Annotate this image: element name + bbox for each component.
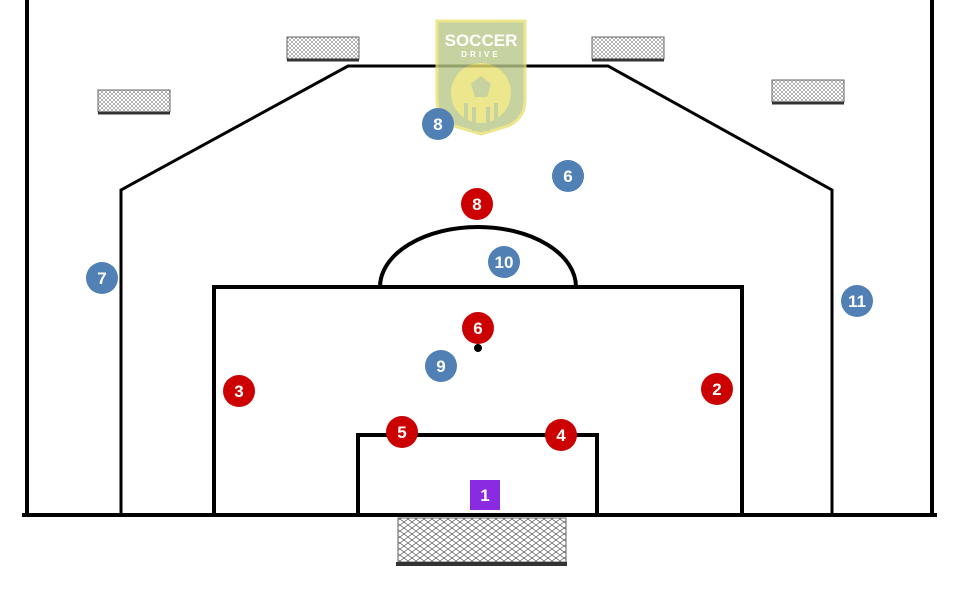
ball-marker <box>474 344 482 352</box>
main-goal <box>396 517 567 566</box>
blue-player-label: 9 <box>436 357 445 376</box>
goalkeeper-marker[interactable]: 1 <box>470 480 500 510</box>
logo-line1: SOCCER <box>445 31 518 50</box>
red-player-label: 5 <box>397 423 406 442</box>
red-player-label: 3 <box>234 382 243 401</box>
field-lines <box>22 0 937 517</box>
goal-area <box>356 433 599 517</box>
blue-player[interactable]: 6 <box>552 160 584 192</box>
blue-player[interactable]: 7 <box>86 262 118 294</box>
red-player[interactable]: 5 <box>386 416 418 448</box>
penalty-arc <box>377 225 579 290</box>
logo-line2: DRIVE <box>461 50 500 59</box>
blue-player-label: 11 <box>848 292 866 311</box>
red-player[interactable]: 3 <box>223 375 255 407</box>
red-team: 8 6 3 2 5 4 <box>223 188 733 451</box>
red-player[interactable]: 4 <box>545 419 577 451</box>
mini-goal-top-left-center <box>286 36 360 62</box>
blue-player[interactable]: 11 <box>841 285 873 317</box>
blue-player[interactable]: 9 <box>425 350 457 382</box>
mini-goal-top-right-center <box>591 36 665 62</box>
red-player[interactable]: 8 <box>461 188 493 220</box>
red-player-label: 2 <box>712 380 721 399</box>
blue-player-label: 10 <box>495 253 514 272</box>
mini-goal-right <box>771 79 845 105</box>
blue-player[interactable]: 8 <box>422 108 454 140</box>
goalkeeper-label: 1 <box>480 486 489 505</box>
blue-player-label: 7 <box>97 269 106 288</box>
red-player-label: 8 <box>472 195 481 214</box>
blue-player[interactable]: 10 <box>488 246 520 278</box>
red-player[interactable]: 2 <box>701 373 733 405</box>
red-player[interactable]: 6 <box>462 312 494 344</box>
blue-player-label: 8 <box>433 115 442 134</box>
mini-goal-left <box>97 89 171 115</box>
red-player-label: 4 <box>556 426 566 445</box>
soccer-drive-logo: SOCCER DRIVE <box>435 19 527 136</box>
red-player-label: 6 <box>473 319 482 338</box>
soccer-ball-shield-icon <box>451 63 511 131</box>
blue-player-label: 6 <box>563 167 572 186</box>
blue-team: 8 6 10 7 11 9 <box>86 108 873 382</box>
